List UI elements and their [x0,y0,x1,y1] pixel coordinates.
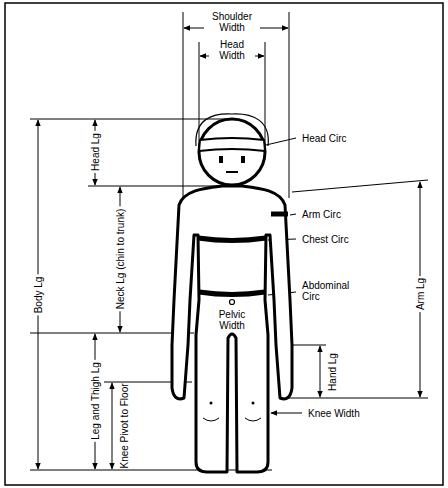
extension-line [30,119,232,120]
measurement-label: Head Circ [300,133,348,144]
extension-line [282,398,428,399]
measurement-label: Head Lg [90,131,101,173]
arm-circ-band [271,212,288,217]
measurement-label: Chest Circ [300,234,351,245]
measurement-label: Body Lg [33,275,44,316]
leader-line [271,413,302,414]
measurement-label: Abdominal Circ [300,280,366,302]
leader-line [266,138,296,145]
abdominal-circ-band [199,292,265,295]
head-circ-band [199,138,265,151]
body-outline [172,186,292,472]
measurement-label: Hand Lg [327,351,338,393]
head-outline [199,119,265,185]
extension-line [292,180,428,192]
dimension-arrow [112,383,113,469]
knee-mark [245,418,261,421]
leader-line [290,214,296,215]
extension-line [88,186,222,187]
knee-mark [203,418,219,421]
knee-mark [252,402,255,405]
navel [230,300,235,305]
eye [241,156,245,163]
eye [219,156,223,163]
measurement-label: Leg and Thigh Lg [90,360,101,442]
knee-mark [210,402,213,405]
frame [5,3,443,485]
measurement-label: Knee Width [306,408,362,419]
dimension-arrow [320,346,321,397]
measurement-label: Neck Lg (chin to trunk) [115,207,126,312]
measurement-label: Arm Circ [300,209,343,220]
measurement-label: Knee Pivot to Floor [119,381,130,470]
measurement-label: Shoulder Width [204,11,260,33]
extension-line [183,12,184,198]
extension-line [289,12,290,198]
measurement-label: Head Width [209,39,255,61]
mouth [226,171,238,173]
measurement-label: Arm Lg [415,276,426,312]
extension-line [265,42,266,146]
measurement-label: Pelvic Width [209,309,255,331]
chest-circ-band [198,238,266,241]
extension-line [30,333,194,334]
child-figure [172,114,292,472]
extension-line [199,42,200,146]
